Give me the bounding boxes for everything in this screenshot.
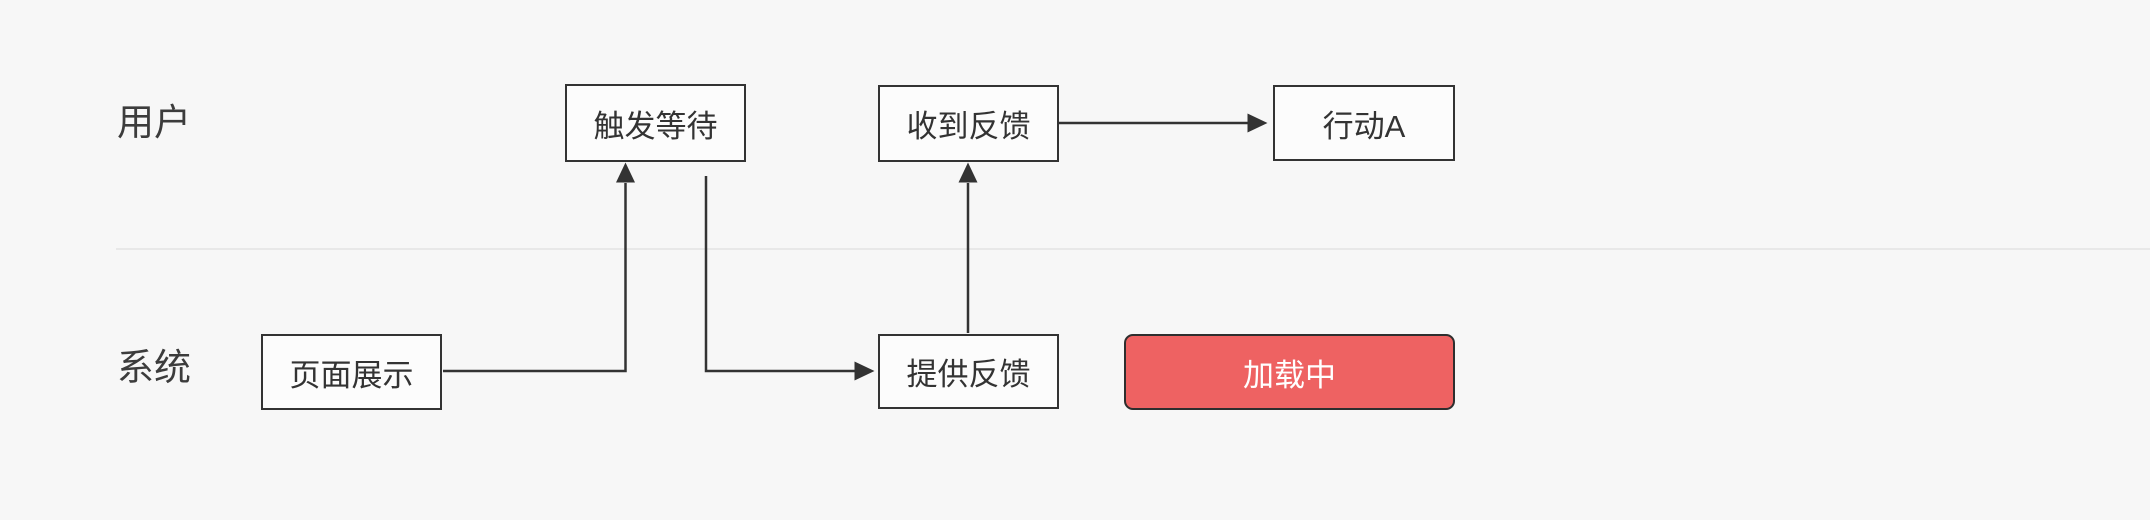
loading-button[interactable]: 加载中 bbox=[1124, 334, 1455, 410]
edge-receive-feedback-to-action-a bbox=[1059, 113, 1268, 133]
node-provide-feedback-label: 提供反馈 bbox=[906, 357, 1031, 392]
edge-trigger-wait-to-provide-feedback bbox=[704, 176, 875, 381]
node-page-display[interactable]: 页面展示 bbox=[261, 334, 442, 410]
node-action-a[interactable]: 行动A bbox=[1273, 85, 1455, 161]
lane-label-user: 用户 bbox=[117, 102, 191, 143]
lane-label-system: 系统 bbox=[117, 347, 191, 388]
lane-divider bbox=[116, 248, 2150, 250]
edge-page-display-to-trigger-wait bbox=[443, 162, 635, 373]
node-provide-feedback[interactable]: 提供反馈 bbox=[878, 334, 1059, 409]
node-trigger-wait-label: 触发等待 bbox=[593, 108, 718, 144]
loading-button-label: 加载中 bbox=[1243, 357, 1336, 393]
node-action-a-label: 行动A bbox=[1322, 108, 1406, 144]
node-page-display-label: 页面展示 bbox=[289, 357, 414, 393]
node-trigger-wait[interactable]: 触发等待 bbox=[565, 84, 746, 162]
node-receive-feedback[interactable]: 收到反馈 bbox=[878, 85, 1059, 162]
node-receive-feedback-label: 收到反馈 bbox=[906, 109, 1031, 144]
